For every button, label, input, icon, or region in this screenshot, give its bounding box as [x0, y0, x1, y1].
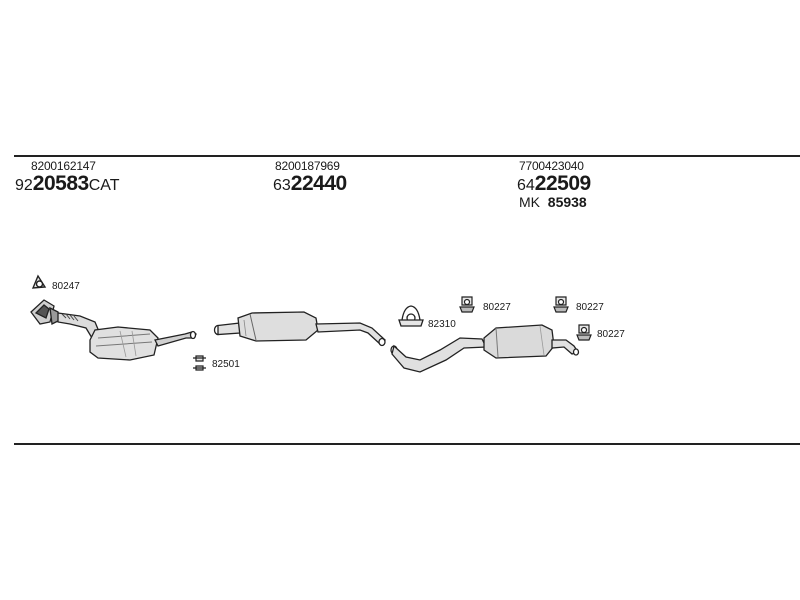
part-code-3: 6422509	[517, 172, 591, 195]
part-code-1: 9220583CAT	[15, 172, 120, 195]
oem-number-2: 8200187969	[275, 159, 340, 173]
top-rule	[14, 155, 800, 157]
catalytic-converter	[30, 299, 197, 361]
part-label-rubber-mount-2: 80227	[576, 302, 604, 313]
rubber-mount-icon-2	[553, 296, 569, 313]
clamp-u-bolt-icon	[398, 305, 424, 327]
part-label-rubber-mount-1: 80227	[483, 302, 511, 313]
oem-number-1: 8200162147	[31, 159, 96, 173]
rear-silencer	[390, 324, 580, 373]
part-label-clamp-1: 82501	[212, 359, 240, 370]
mk-reference: MK 85938	[519, 194, 587, 210]
bottom-rule	[14, 443, 800, 445]
mk-number: 85938	[547, 194, 587, 210]
part-code-2-main: 22440	[290, 172, 347, 195]
part-code-1-prefix: 92	[15, 177, 33, 194]
part-code-2: 6322440	[273, 172, 347, 195]
part-code-1-main: 20583	[32, 172, 89, 195]
part-code-2-prefix: 63	[273, 177, 291, 194]
gasket-icon	[31, 274, 47, 289]
rubber-mount-icon-3	[576, 324, 592, 341]
rubber-mount-icon-1	[459, 296, 475, 313]
part-code-3-main: 22509	[534, 172, 591, 195]
middle-silencer	[213, 311, 386, 347]
mk-label: MK	[519, 194, 540, 210]
part-label-gasket: 80247	[52, 281, 80, 292]
part-label-clamp-2: 82310	[428, 319, 456, 330]
oem-number-3: 7700423040	[519, 159, 584, 173]
part-code-1-suffix: CAT	[88, 177, 120, 194]
clamp-icon	[193, 355, 206, 371]
part-code-3-prefix: 64	[517, 177, 535, 194]
part-label-rubber-mount-3: 80227	[597, 329, 625, 340]
